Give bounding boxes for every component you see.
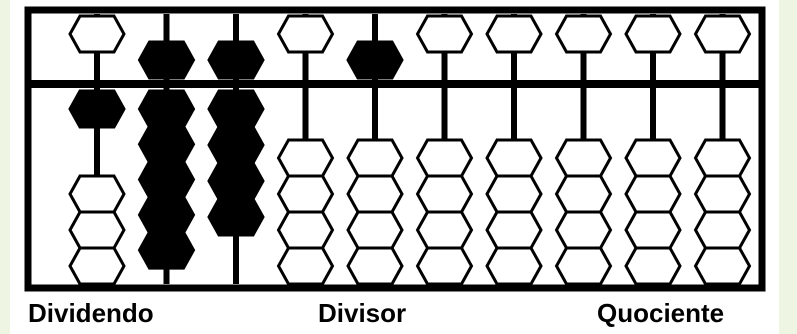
lower-bead (415, 174, 474, 214)
lower-bead (485, 246, 543, 286)
lower-bead (346, 246, 404, 286)
lower-bead (276, 174, 335, 214)
lower-bead (415, 210, 474, 250)
lower-bead (137, 124, 196, 164)
upper-bead (276, 14, 335, 54)
upper-bead (554, 14, 613, 54)
lower-bead (554, 210, 613, 250)
upper-bead (624, 14, 682, 54)
abacus-beam (28, 80, 762, 88)
lower-bead (485, 174, 543, 214)
lower-bead (68, 210, 126, 250)
lower-bead (624, 174, 682, 214)
lower-bead (137, 89, 196, 129)
lower-bead (415, 138, 474, 178)
upper-bead (207, 40, 265, 80)
rods-layer (68, 14, 752, 286)
lower-bead (276, 210, 335, 250)
lower-bead (68, 246, 126, 286)
lower-bead (207, 197, 265, 237)
lower-bead (68, 89, 126, 129)
lower-bead (68, 174, 126, 214)
lower-bead (485, 138, 543, 178)
lower-bead (346, 138, 404, 178)
abacus-frame (24, 6, 766, 292)
lower-bead (346, 174, 404, 214)
lower-bead (624, 246, 682, 286)
lower-bead (346, 210, 404, 250)
lower-bead (624, 210, 682, 250)
upper-bead (346, 40, 404, 80)
quotient-label: Quociente (597, 298, 725, 328)
lower-bead (485, 210, 543, 250)
lower-bead (137, 195, 196, 235)
lower-bead (693, 210, 752, 250)
lower-bead (276, 246, 335, 286)
lower-bead (554, 174, 613, 214)
upper-bead (485, 14, 543, 54)
upper-bead (137, 40, 196, 80)
lower-bead (554, 138, 613, 178)
lower-bead (554, 246, 613, 286)
dividend-label: Dividendo (28, 298, 154, 328)
upper-bead (68, 14, 126, 54)
left-margin-band (0, 0, 10, 334)
upper-bead (693, 14, 752, 54)
lower-bead (693, 174, 752, 214)
lower-bead (693, 246, 752, 286)
lower-bead (207, 125, 265, 165)
lower-bead (276, 138, 335, 178)
lower-bead (137, 230, 196, 270)
upper-bead (415, 14, 474, 54)
divisor-label: Divisor (318, 298, 407, 328)
lower-bead (137, 160, 196, 200)
right-margin-band (779, 0, 797, 334)
lower-bead (415, 246, 474, 286)
lower-bead (693, 138, 752, 178)
lower-bead (207, 161, 265, 201)
lower-bead (207, 89, 265, 129)
lower-bead (624, 138, 682, 178)
